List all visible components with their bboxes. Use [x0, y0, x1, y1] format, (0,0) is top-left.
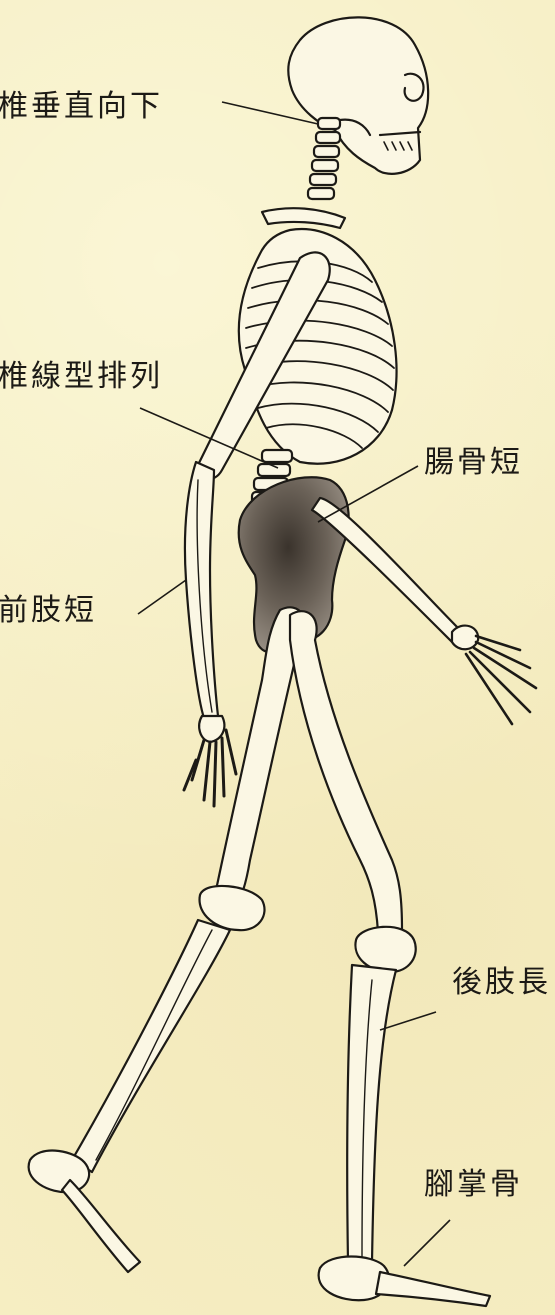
clavicle	[262, 208, 345, 228]
near-foot	[29, 1151, 140, 1272]
label-spine: 椎線型排列	[0, 362, 163, 392]
skull	[288, 17, 428, 173]
near-hand	[184, 716, 236, 806]
far-arm	[312, 498, 536, 724]
leader-line-forelimb	[138, 580, 186, 614]
far-knee	[355, 927, 415, 972]
leader-line-hindlimb	[380, 1012, 436, 1030]
far-femur	[290, 611, 402, 932]
far-foot	[319, 1257, 490, 1307]
label-neck: 椎垂直向下	[0, 92, 163, 122]
forearm	[185, 462, 218, 718]
near-tibia	[72, 920, 230, 1172]
label-hindlimb: 後肢長	[452, 968, 551, 998]
label-forelimb: 前肢短	[0, 596, 97, 626]
label-metatarsal: 腳掌骨	[424, 1170, 523, 1200]
leader-line-metatarsal	[404, 1220, 450, 1266]
far-tibia	[347, 965, 396, 1262]
label-ilium: 腸骨短	[424, 448, 523, 478]
